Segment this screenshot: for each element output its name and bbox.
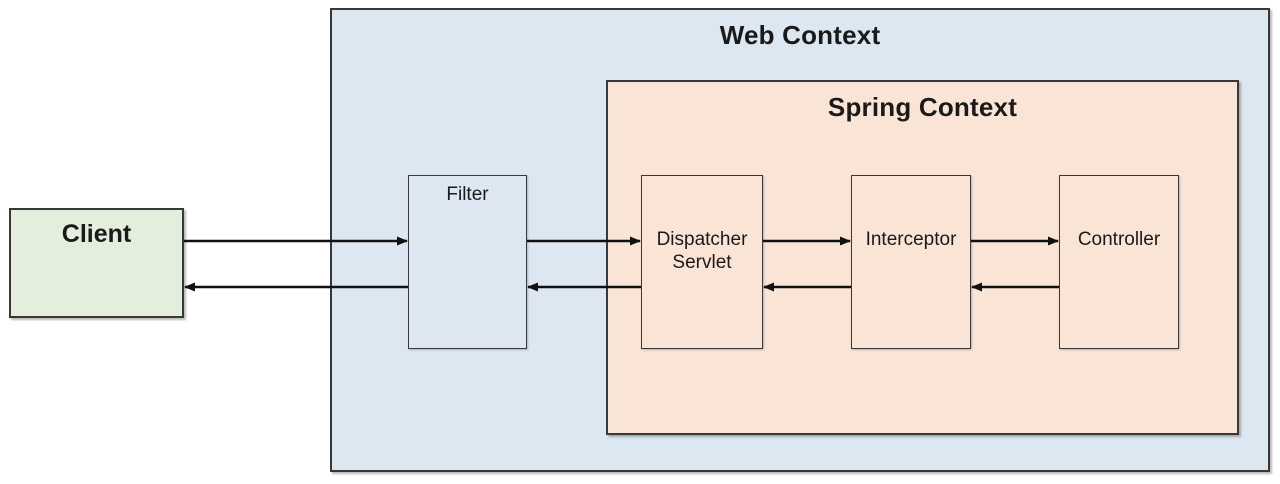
interceptor-label: Interceptor xyxy=(865,229,957,250)
spring-context-title: Spring Context xyxy=(827,92,1018,122)
filter-box: Filter xyxy=(408,175,527,349)
interceptor-box: Interceptor xyxy=(851,175,971,349)
controller-label: Controller xyxy=(1077,229,1161,250)
dispatcher-servlet-label: Dispatcher Servlet xyxy=(656,229,748,273)
controller-box: Controller xyxy=(1059,175,1179,349)
web-context-title: Web Context xyxy=(719,20,881,50)
filter-label: Filter xyxy=(446,184,489,205)
client-box: Client xyxy=(9,208,184,318)
client-label: Client xyxy=(61,220,132,248)
dispatcher-servlet-box: Dispatcher Servlet xyxy=(641,175,763,349)
